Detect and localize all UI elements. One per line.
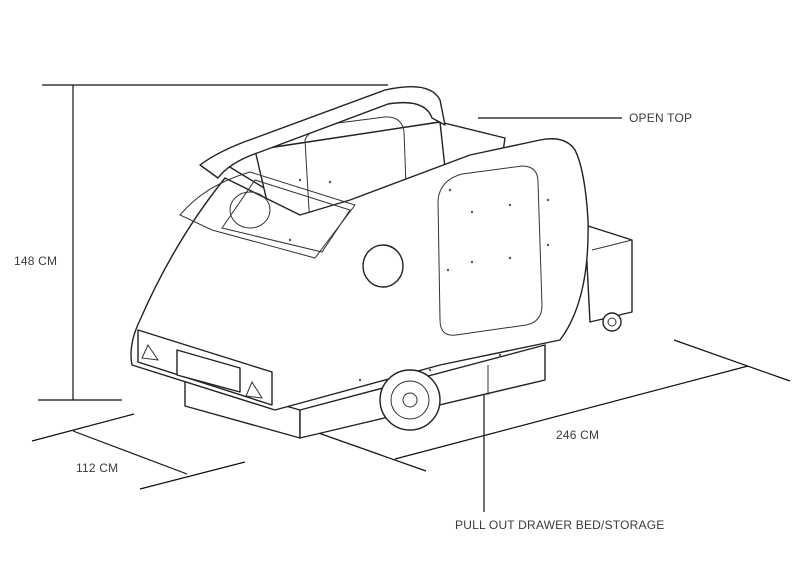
bed-body (130, 85, 633, 439)
width-dimension (31, 413, 246, 490)
length-dimension (309, 339, 791, 472)
rivets (288, 178, 550, 382)
width-label: 112 CM (76, 461, 119, 475)
length-label: 246 CM (556, 428, 600, 442)
drawer-label: PULL OUT DRAWER BED/STORAGE (455, 518, 665, 532)
height-label: 148 CM (14, 254, 58, 268)
open-top-label: OPEN TOP (629, 111, 693, 125)
height-dimension (38, 84, 388, 401)
